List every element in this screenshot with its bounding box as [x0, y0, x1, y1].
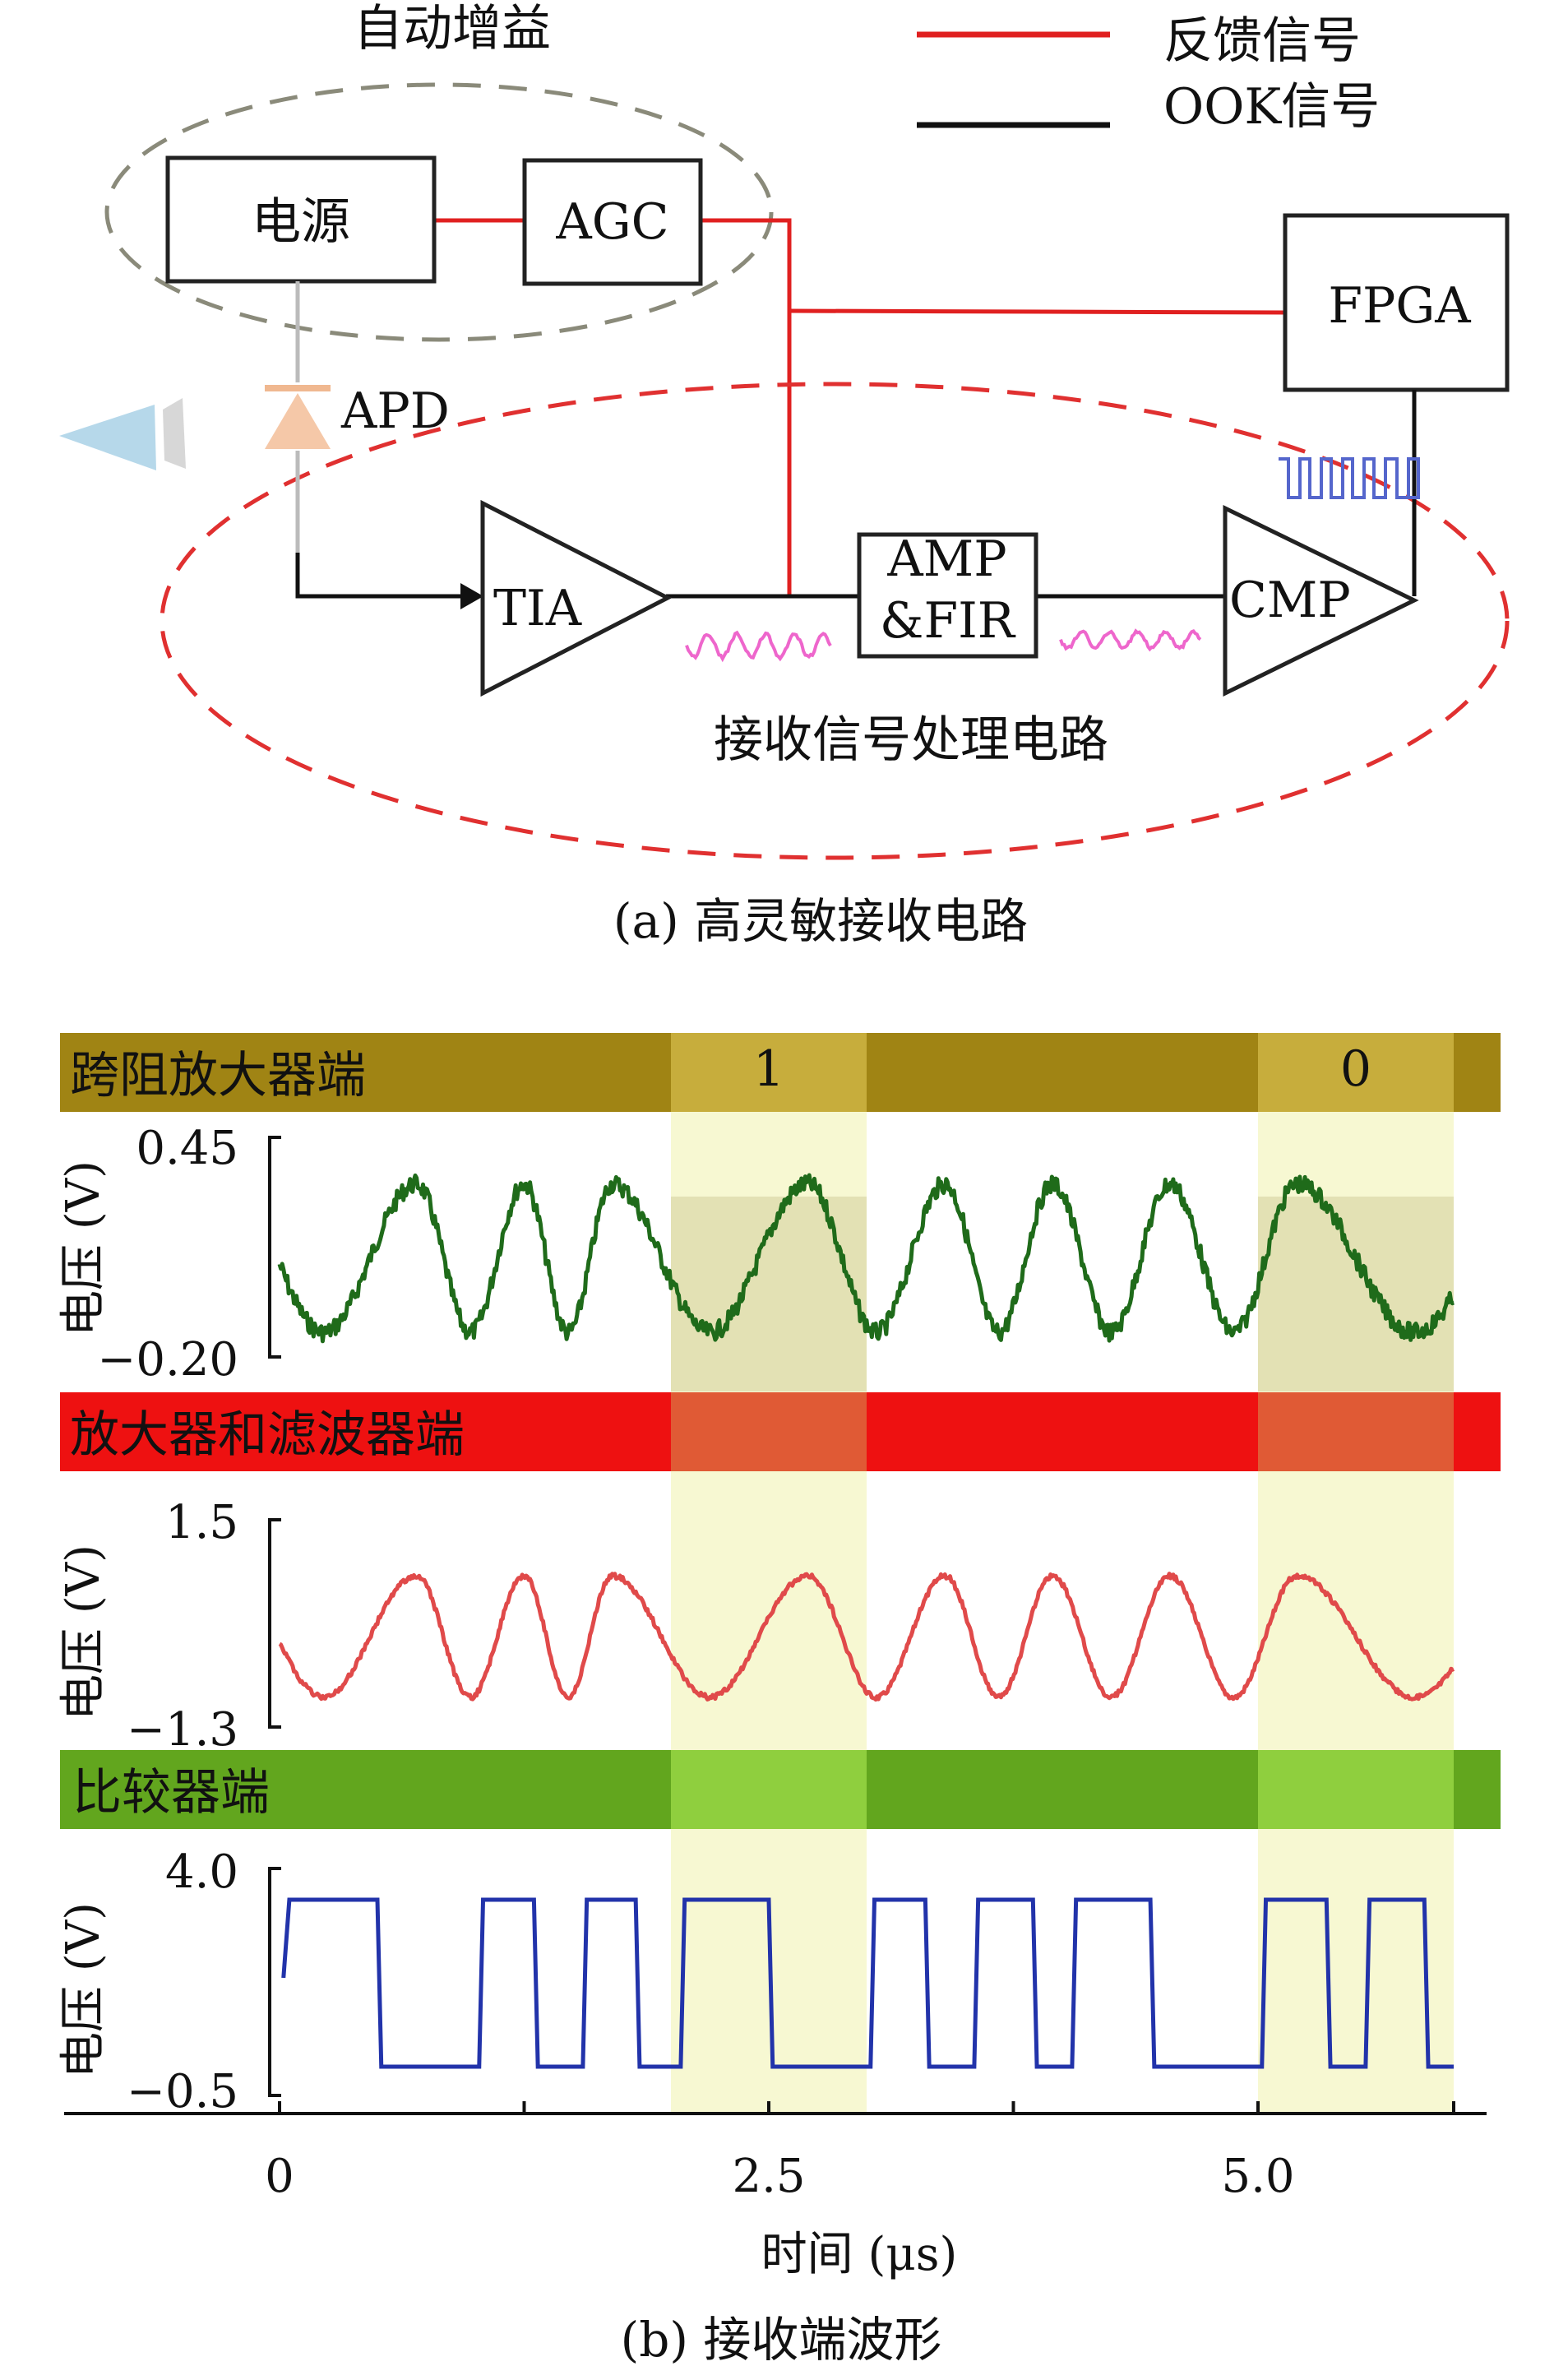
x-axis-label: 时间 (μs) — [761, 2228, 958, 2281]
band-comparator-highlight-2 — [1258, 1750, 1454, 1829]
agc-group-label: 自动增益 — [354, 0, 551, 58]
band-amp-filter-highlight-1 — [671, 1392, 867, 1471]
panel-tia-ymin: −0.20 — [97, 1333, 238, 1387]
amp-label-line2: &FIR — [880, 592, 1016, 650]
band-comparator-highlight-1 — [671, 1750, 867, 1829]
x-tick-label-2-5: 2.5 — [732, 2150, 805, 2203]
cmp-output-square-wave-icon — [1279, 459, 1418, 498]
waveform-figure: 跨阻放大器端 1 0 放大器和滤波器端 比较器端 0.45 −0.20 电压 (… — [57, 1033, 1501, 2368]
panel-tia-shade-2 — [1258, 1197, 1454, 1391]
cmp-label: CMP — [1229, 572, 1351, 629]
amp-label-line1: AMP — [886, 530, 1006, 588]
fpga-label: FPGA — [1328, 277, 1471, 335]
panel-cmp-ymax: 4.0 — [165, 1845, 238, 1899]
caption-a: (a) 高灵敏接收电路 — [613, 893, 1028, 949]
panel-tia-ymax: 0.45 — [136, 1122, 238, 1175]
light-beam — [59, 398, 186, 470]
panel-tia-shade-1 — [671, 1197, 867, 1391]
x-tick-label-5-0: 5.0 — [1221, 2150, 1294, 2203]
panel-amp-yaxis — [270, 1520, 281, 1727]
amp-output-wave-icon — [1061, 631, 1200, 649]
panel-amp-ymin: −1.3 — [127, 1703, 238, 1757]
panel-tia-yaxis — [270, 1137, 281, 1357]
x-tick-label-0: 0 — [265, 2150, 294, 2203]
band-amp-filter-label: 放大器和滤波器端 — [70, 1406, 465, 1464]
power-label: 电源 — [252, 193, 350, 251]
agc-label: AGC — [555, 193, 668, 251]
circuit-diagram: 自动增益 反馈信号 OOK信号 接收信号处理电路 电源 AGC FPGA — [59, 0, 1507, 949]
band-amp-filter-highlight-2 — [1258, 1392, 1454, 1471]
apd-icon — [265, 388, 331, 449]
panel-cmp-yaxis — [270, 1868, 281, 2095]
apd-label: APD — [340, 382, 450, 440]
panel-amp-ymax: 1.5 — [165, 1496, 238, 1549]
caption-b: (b) 接收端波形 — [621, 2312, 942, 2368]
tia-label: TIA — [493, 580, 582, 637]
tia-output-wave-icon — [687, 632, 830, 659]
band-comparator-label: 比较器端 — [72, 1764, 270, 1822]
bit-label-1: 1 — [753, 1040, 784, 1098]
panel-tia-ylabel: 电压 (V) — [57, 1160, 110, 1336]
panel-cmp-ymin: −0.5 — [127, 2065, 238, 2118]
bit-label-0: 0 — [1340, 1040, 1371, 1098]
panel-cmp-ylabel: 电压 (V) — [57, 1902, 110, 2078]
legend-feedback-label: 反馈信号 — [1163, 12, 1361, 70]
legend-ook-label: OOK信号 — [1163, 78, 1380, 136]
band-tia-label: 跨阻放大器端 — [70, 1047, 366, 1104]
rx-group-label: 接收信号处理电路 — [714, 711, 1108, 769]
tia-input-arrow — [460, 583, 483, 609]
panel-amp-ylabel: 电压 (V) — [57, 1544, 110, 1720]
